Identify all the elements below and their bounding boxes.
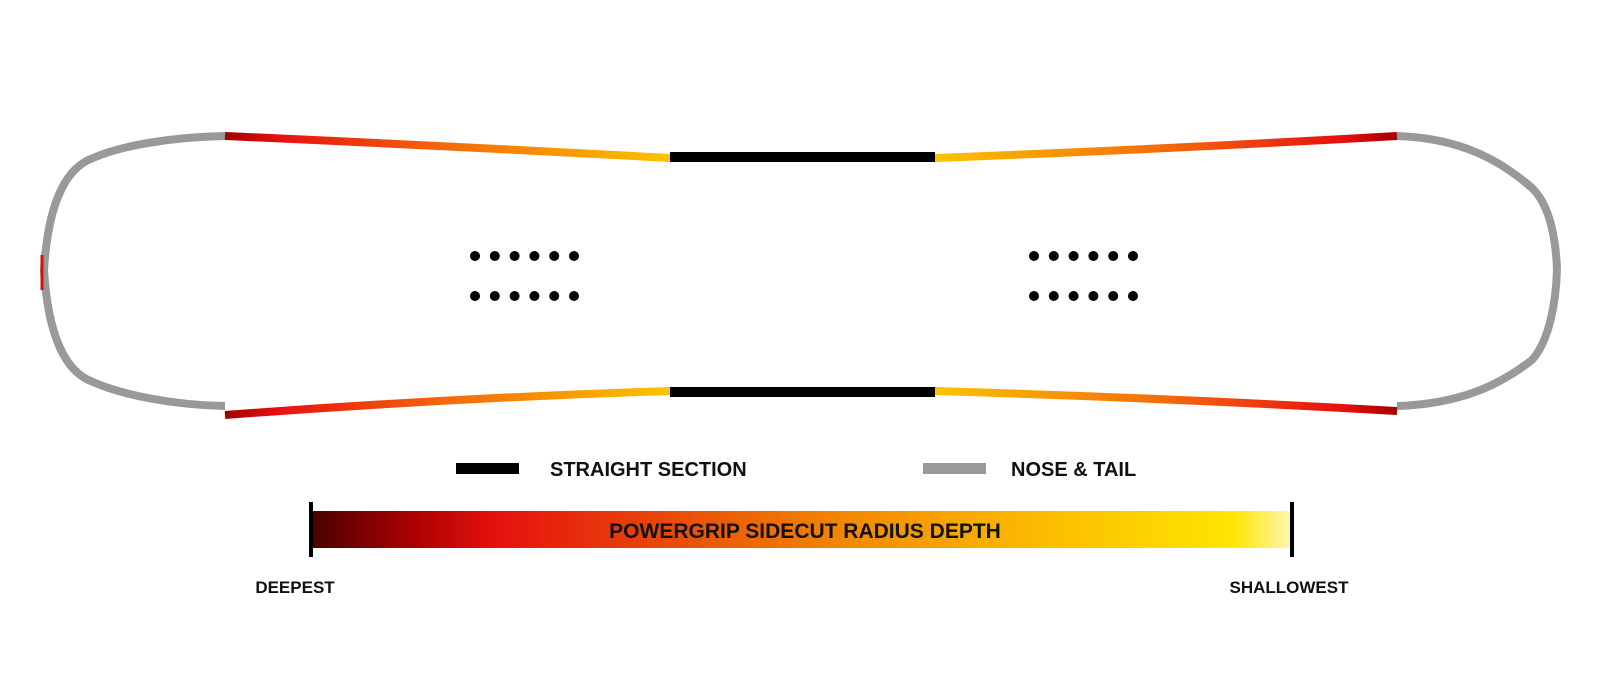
insert-hole xyxy=(1068,251,1079,261)
insert-hole xyxy=(509,251,520,261)
insert-hole xyxy=(509,291,520,301)
insert-hole xyxy=(470,251,480,261)
sidecut-bottom-left xyxy=(224,387,671,419)
insert-hole xyxy=(1048,291,1059,301)
snowboard-outline xyxy=(40,132,1561,419)
depth-bar-right-cap xyxy=(1290,502,1294,557)
insert-hole xyxy=(569,251,579,261)
straight-section-label: STRAIGHT SECTION xyxy=(550,459,747,481)
nose-tail-label: NOSE & TAIL xyxy=(1011,459,1136,481)
insert-hole xyxy=(1128,291,1138,301)
nose-top-curve xyxy=(1396,132,1561,271)
insert-hole xyxy=(529,291,540,301)
depth-bar-left-cap xyxy=(309,502,313,557)
insert-hole xyxy=(1108,251,1119,261)
sidecut-top-right xyxy=(934,132,1398,162)
tail-top-curve xyxy=(40,132,226,271)
insert-hole xyxy=(1128,251,1138,261)
depth-bar-title: POWERGRIP SIDECUT RADIUS DEPTH xyxy=(609,520,1001,543)
deepest-label: DEEPEST xyxy=(255,578,335,597)
depth-gradient-bar xyxy=(311,511,1292,548)
depth-scale: POWERGRIP SIDECUT RADIUS DEPTH DEEPEST S… xyxy=(255,502,1349,597)
insert-hole xyxy=(549,251,560,261)
straight-section-swatch xyxy=(456,463,519,474)
insert-hole xyxy=(1029,251,1039,261)
sidecut-bottom-right xyxy=(934,387,1398,415)
binding-inserts xyxy=(470,251,1138,301)
insert-hole xyxy=(569,291,579,301)
nose-bottom-curve xyxy=(1396,269,1561,410)
insert-hole xyxy=(549,291,560,301)
insert-hole xyxy=(529,251,540,261)
insert-hole xyxy=(470,291,480,301)
insert-hole xyxy=(1068,291,1079,301)
insert-hole xyxy=(489,251,500,261)
insert-hole xyxy=(1029,291,1039,301)
tail-bottom-curve xyxy=(40,269,226,410)
insert-hole xyxy=(1088,251,1099,261)
insert-hole xyxy=(489,291,500,301)
nose-tail-swatch xyxy=(923,463,986,474)
sidecut-top-left xyxy=(224,132,671,162)
insert-hole xyxy=(1108,291,1119,301)
insert-hole xyxy=(1088,291,1099,301)
insert-hole xyxy=(1048,251,1059,261)
shallowest-label: SHALLOWEST xyxy=(1230,578,1350,597)
legend: STRAIGHT SECTION NOSE & TAIL xyxy=(456,459,1136,481)
